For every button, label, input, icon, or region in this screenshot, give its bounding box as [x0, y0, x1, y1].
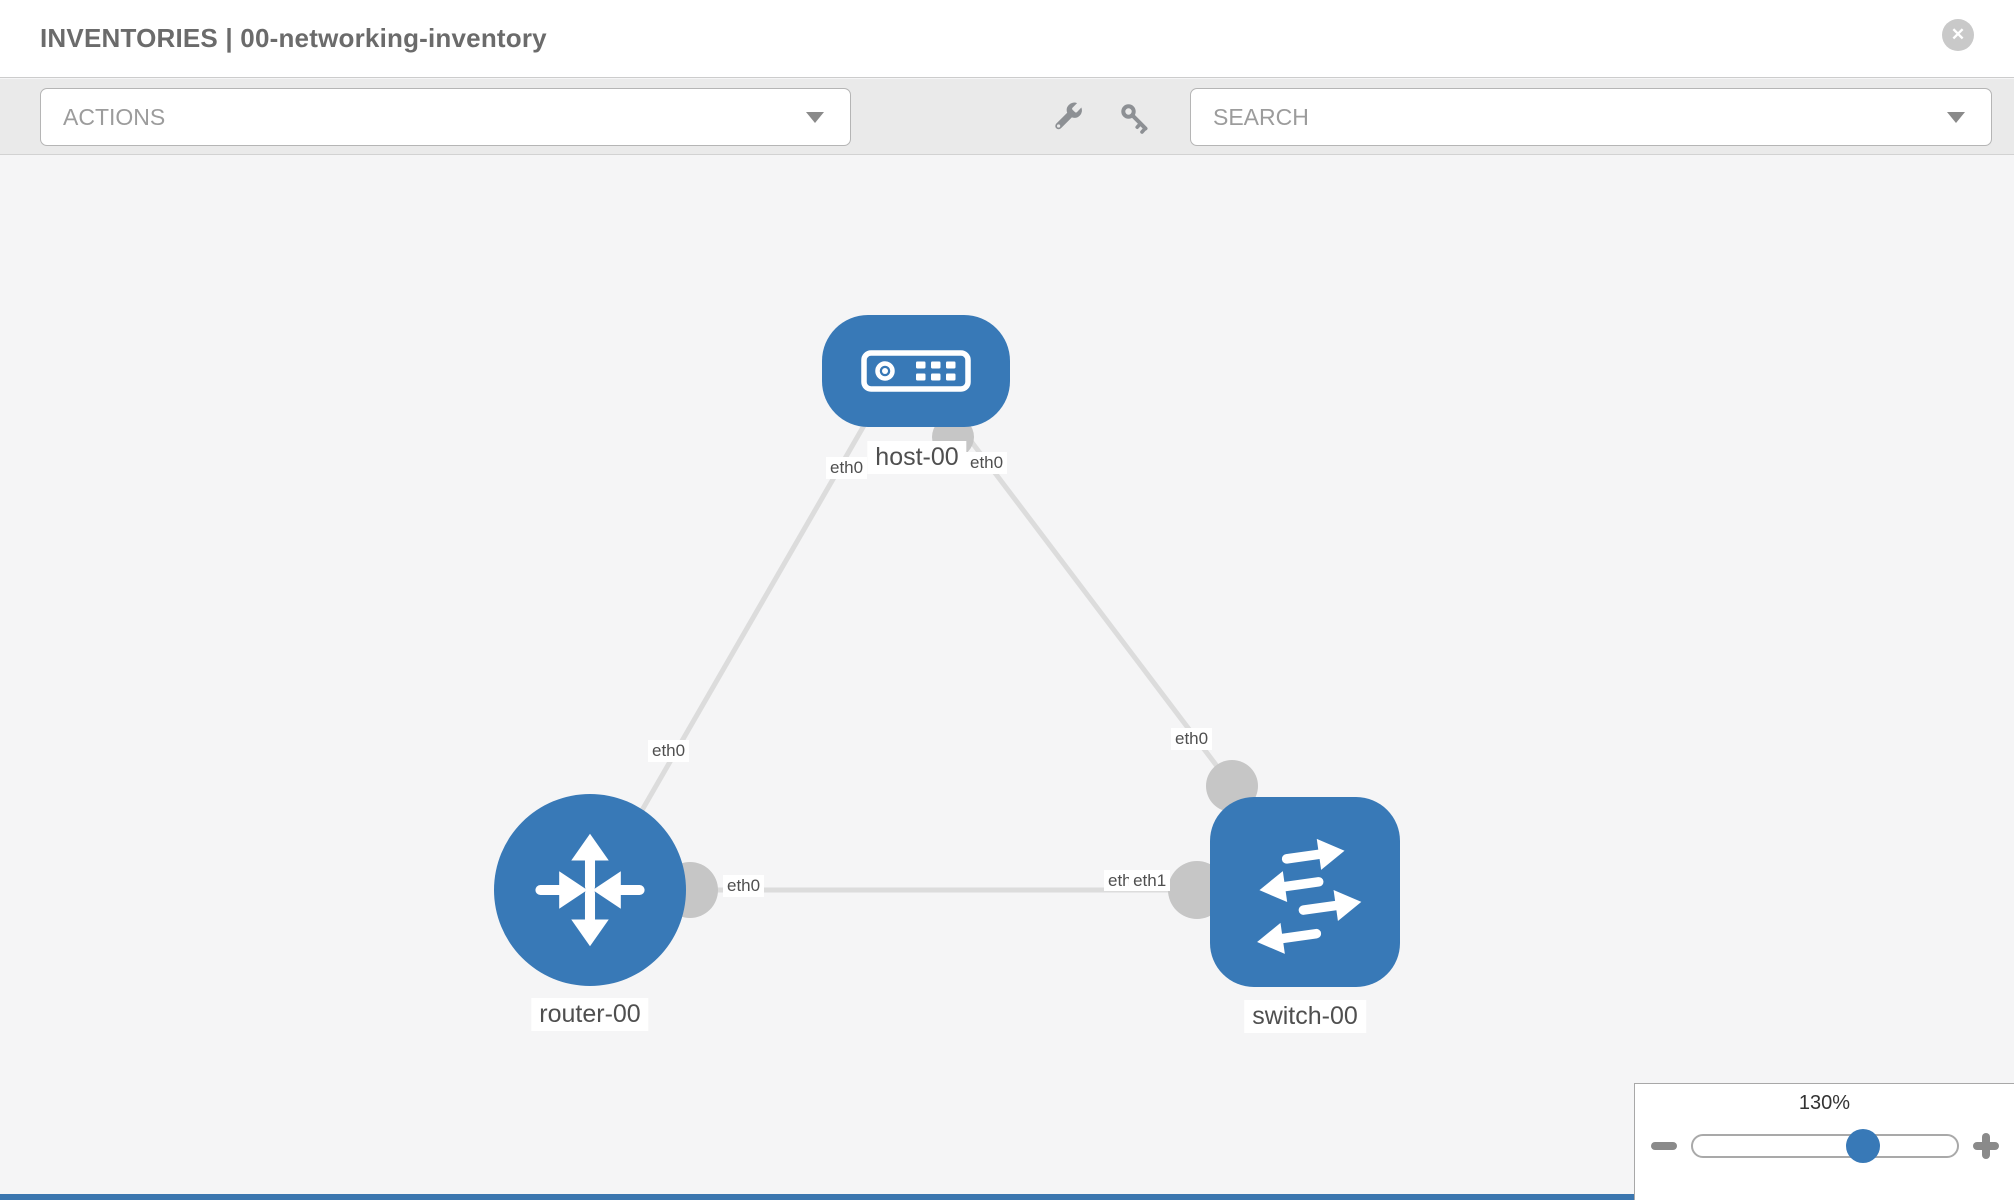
panel-header: INVENTORIES | 00-networking-inventory ✕ [0, 0, 2014, 78]
toolbar: ACTIONS SEARCH [0, 79, 2014, 155]
node-host-00[interactable] [822, 315, 1010, 427]
zoom-in-button[interactable] [1973, 1133, 1999, 1159]
search-dropdown[interactable]: SEARCH [1190, 88, 1992, 146]
key-icon [1121, 104, 1148, 134]
iface-label-host-eth0-right: eth0 [966, 452, 1008, 474]
search-dropdown-label: SEARCH [1213, 103, 1309, 130]
chevron-down-icon [1947, 112, 1965, 123]
node-router-00[interactable] [494, 794, 686, 986]
iface-label-host-eth0-left: eth0 [826, 457, 868, 479]
footer-accent-bar [0, 1194, 1634, 1200]
iface-label-switch-overlap: eth0eth1 [1104, 870, 1171, 891]
router-icon [535, 833, 645, 947]
switch-icon [1257, 838, 1362, 954]
node-label-switch: switch-00 [1244, 1000, 1366, 1033]
iface-label-switch-eth0-top: eth0 [1171, 728, 1213, 750]
node-switch-00[interactable] [1210, 797, 1400, 987]
wrench-icon [1055, 102, 1082, 130]
configure-tools-button[interactable] [1050, 99, 1088, 137]
zoom-slider-thumb[interactable] [1846, 1129, 1880, 1163]
close-icon[interactable]: ✕ [1942, 19, 1974, 51]
node-label-router: router-00 [531, 998, 649, 1031]
credentials-button[interactable] [1116, 99, 1154, 137]
zoom-out-button[interactable] [1651, 1142, 1677, 1150]
chevron-down-icon [806, 112, 824, 123]
page-title: INVENTORIES | 00-networking-inventory [40, 23, 547, 53]
zoom-slider-track[interactable] [1691, 1134, 1959, 1158]
host-icon [861, 350, 971, 392]
actions-dropdown[interactable]: ACTIONS [40, 88, 851, 146]
iface-label-switch-eth1: eth1 [1129, 870, 1171, 891]
links-layer [638, 416, 1258, 919]
zoom-control-panel: 130% [1634, 1083, 2014, 1200]
topology-canvas[interactable]: host-00 router-00 switch-00 eth0 eth0 et… [0, 156, 2014, 1200]
node-label-host: host-00 [867, 441, 967, 474]
actions-dropdown-label: ACTIONS [63, 103, 166, 130]
iface-label-router-eth0-top: eth0 [648, 740, 690, 762]
iface-label-router-eth0-right: eth0 [723, 875, 765, 897]
zoom-level-label: 130% [1798, 1092, 1851, 1114]
